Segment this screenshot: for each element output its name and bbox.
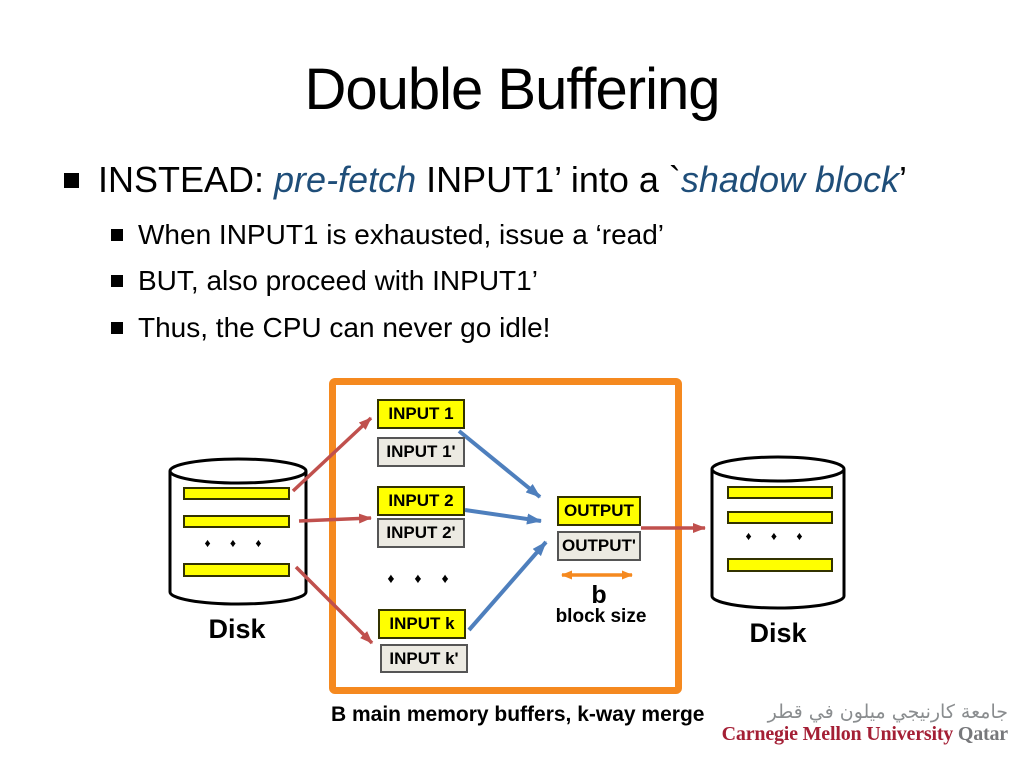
disk-platter-bar <box>727 511 833 524</box>
bullet-main-mid2: into a ` <box>560 159 681 200</box>
diagram-caption: B main memory buffers, k-way merge <box>331 703 705 726</box>
bullet-square-icon <box>64 173 79 188</box>
right-disk-label: Disk <box>749 618 807 648</box>
buffer-output: OUTPUT <box>557 496 641 526</box>
left-disk-icon <box>168 457 308 606</box>
bullet-square-icon <box>111 229 123 241</box>
disk-platter-bar <box>183 515 290 528</box>
buffer-output-shadow: OUTPUT' <box>557 531 641 561</box>
bullet-square-icon <box>111 275 123 287</box>
bullet-main-em2: shadow block <box>680 159 900 200</box>
bullet-sub-1: When INPUT1 is exhausted, issue a ‘read’ <box>111 218 911 252</box>
buffer-input2-shadow: INPUT 2' <box>377 518 465 548</box>
bullet-main: INSTEAD: pre-fetch INPUT1’ into a `shado… <box>64 158 964 201</box>
disk-platter-bar <box>183 563 290 577</box>
bullet-main-prefix: INSTEAD: <box>98 159 275 200</box>
cmu-logo-campus-text: Qatar <box>953 723 1008 745</box>
right-disk-ellipsis: ♦ ♦ ♦ <box>745 529 811 543</box>
main-memory-box <box>329 378 682 694</box>
bullet-main-quote1: ’ <box>554 159 561 200</box>
memory-ellipsis: ♦ ♦ ♦ <box>387 570 457 586</box>
disk-platter-bar <box>727 558 833 572</box>
buffer-inputk: INPUT k <box>378 609 466 639</box>
buffer-inputk-shadow: INPUT k' <box>380 644 468 673</box>
left-disk-ellipsis: ♦ ♦ ♦ <box>204 536 270 550</box>
bullet-sub-3-text: Thus, the CPU can never go idle! <box>138 312 551 343</box>
block-size-b-label: b <box>591 581 607 609</box>
cmu-logo-arabic-text: جامعة كارنيجي ميلون في قطر <box>767 701 1008 723</box>
buffer-input1-shadow: INPUT 1' <box>377 437 465 467</box>
block-size-label: block size <box>555 606 647 627</box>
bullet-square-icon <box>111 322 123 334</box>
disk-platter-bar <box>727 486 833 499</box>
bullet-main-em1: pre-fetch <box>274 159 417 200</box>
page-title: Double Buffering <box>304 57 720 122</box>
bullet-main-quote2: ’ <box>899 159 908 200</box>
cmu-logo: Carnegie Mellon University Qatar <box>608 723 1009 746</box>
bullet-sub-1-text: When INPUT1 is exhausted, issue a ‘read’ <box>138 219 665 250</box>
bullet-sub-3: Thus, the CPU can never go idle! <box>111 311 911 345</box>
buffer-input2: INPUT 2 <box>377 486 465 516</box>
bullet-main-text: INSTEAD: pre-fetch INPUT1’ into a `shado… <box>98 158 907 201</box>
left-disk-label: Disk <box>208 614 266 644</box>
bullet-main-mid1: INPUT1 <box>416 159 555 200</box>
bullet-sub-2-text: BUT, also proceed with INPUT1’ <box>138 265 538 296</box>
buffer-input1: INPUT 1 <box>377 399 465 429</box>
bullet-sub-2: BUT, also proceed with INPUT1’ <box>111 264 911 298</box>
disk-platter-bar <box>183 487 290 500</box>
cmu-logo-university-text: Carnegie Mellon University <box>721 723 954 745</box>
